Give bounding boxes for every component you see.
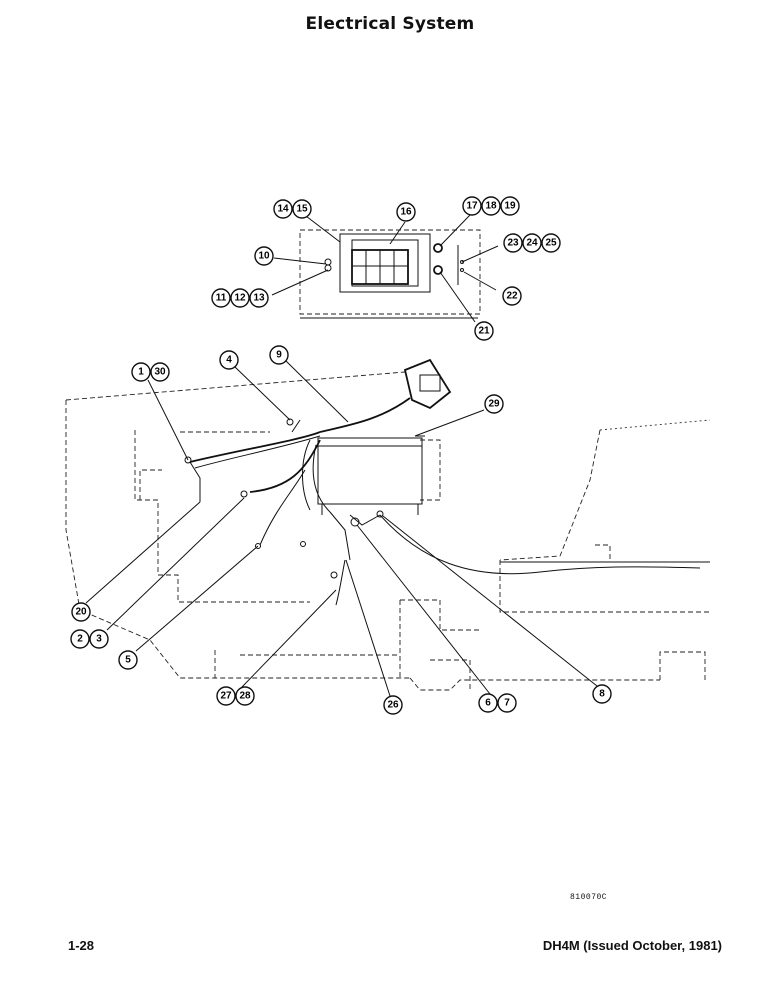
svg-text:21: 21	[478, 326, 490, 337]
instrument-panel	[299, 229, 481, 319]
callout-13: 13	[249, 288, 269, 308]
svg-text:25: 25	[545, 238, 557, 249]
callout-14: 14	[273, 199, 293, 219]
svg-text:1: 1	[138, 367, 144, 378]
switch-housing	[403, 358, 452, 410]
svg-text:28: 28	[239, 691, 251, 702]
svg-text:30: 30	[154, 367, 166, 378]
document-reference: DH4M (Issued October, 1981)	[542, 938, 722, 953]
callout-10: 10	[254, 246, 274, 266]
callout-7: 7	[497, 693, 517, 713]
svg-text:26: 26	[387, 700, 399, 711]
callout-16: 16	[396, 202, 416, 222]
svg-text:22: 22	[506, 291, 518, 302]
svg-text:20: 20	[75, 607, 87, 618]
svg-text:27: 27	[220, 691, 232, 702]
callout-25: 25	[541, 233, 561, 253]
svg-text:18: 18	[485, 201, 497, 212]
svg-text:19: 19	[504, 201, 516, 212]
svg-text:14: 14	[277, 204, 289, 215]
callout-28: 28	[235, 686, 255, 706]
svg-text:13: 13	[253, 293, 265, 304]
callout-12: 12	[230, 288, 250, 308]
svg-text:3: 3	[96, 634, 102, 645]
callout-9: 9	[269, 345, 289, 365]
svg-text:7: 7	[504, 698, 510, 709]
callout-3: 3	[89, 629, 109, 649]
callout-30: 30	[150, 362, 170, 382]
callout-22: 22	[502, 286, 522, 306]
callout-23: 23	[503, 233, 523, 253]
page-title: Electrical System	[305, 14, 475, 34]
callout-24: 24	[522, 233, 542, 253]
svg-text:29: 29	[488, 399, 500, 410]
wiring-harness	[184, 397, 701, 606]
control-box	[317, 437, 423, 515]
svg-text:9: 9	[276, 350, 282, 361]
callout-5: 5	[118, 650, 138, 670]
svg-text:17: 17	[466, 201, 478, 212]
svg-text:5: 5	[125, 655, 131, 666]
drawing-code: 810070C	[570, 893, 608, 902]
callout-21: 21	[474, 321, 494, 341]
callout-11: 11	[211, 288, 231, 308]
svg-text:12: 12	[234, 293, 246, 304]
callout-2: 2	[70, 629, 90, 649]
callout-15: 15	[292, 199, 312, 219]
svg-text:23: 23	[507, 238, 519, 249]
callout-20: 20	[71, 602, 91, 622]
svg-text:4: 4	[226, 355, 232, 366]
leader-lines	[85, 212, 598, 697]
callout-1: 1	[131, 362, 151, 382]
callout-4: 4	[219, 350, 239, 370]
svg-text:2: 2	[77, 634, 83, 645]
callout-27: 27	[216, 686, 236, 706]
svg-text:15: 15	[296, 204, 308, 215]
callout-18: 18	[481, 196, 501, 216]
callout-29: 29	[484, 394, 504, 414]
svg-text:10: 10	[258, 251, 270, 262]
machine-frame	[65, 371, 711, 691]
callout-26: 26	[383, 695, 403, 715]
callout-19: 19	[500, 196, 520, 216]
callout-8: 8	[592, 684, 612, 704]
page-number: 1-28	[68, 938, 95, 953]
svg-text:16: 16	[400, 207, 412, 218]
svg-text:6: 6	[485, 698, 491, 709]
callout-6: 6	[478, 693, 498, 713]
svg-text:8: 8	[599, 689, 605, 700]
callout-17: 17	[462, 196, 482, 216]
svg-text:24: 24	[526, 238, 538, 249]
svg-text:11: 11	[216, 293, 227, 304]
